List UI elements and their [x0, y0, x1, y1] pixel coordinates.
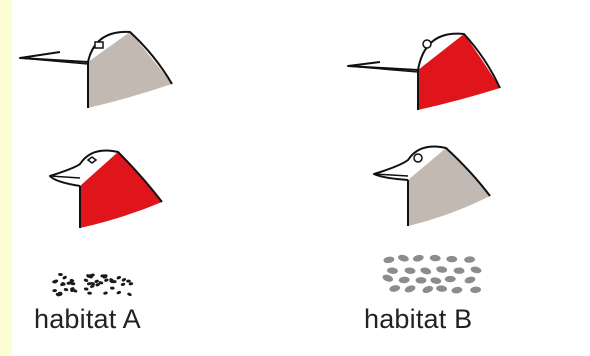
large-seed — [397, 254, 409, 263]
small-seed — [104, 278, 109, 282]
small-seed — [116, 290, 121, 294]
small-seed — [58, 273, 63, 276]
bird-head-b-bottom — [374, 147, 490, 227]
small-seed — [110, 286, 115, 289]
seeds-habitat-b — [382, 254, 483, 295]
eye — [414, 154, 422, 162]
eye — [95, 42, 103, 48]
large-seed — [436, 285, 448, 293]
small-seed — [121, 277, 126, 282]
large-seed — [404, 267, 416, 275]
bird-heads-diagram — [12, 0, 590, 356]
small-seed — [63, 288, 68, 292]
small-seed — [120, 282, 125, 286]
large-seed — [389, 284, 401, 293]
small-seed — [94, 279, 99, 283]
large-seed — [422, 285, 434, 295]
small-seed — [83, 278, 88, 282]
seeds-habitat-a — [52, 273, 133, 297]
large-seed — [445, 276, 456, 283]
small-seed — [87, 282, 92, 286]
small-seed — [103, 291, 108, 295]
small-seed — [126, 279, 131, 282]
large-seed — [464, 256, 475, 263]
bird-head-a-top — [20, 32, 172, 108]
habitat-diagram: habitat A habitat B — [12, 0, 590, 356]
eye — [423, 40, 431, 48]
large-seed — [416, 277, 427, 283]
large-seed — [470, 286, 481, 293]
large-seed — [412, 254, 424, 263]
large-seed — [453, 267, 464, 274]
small-seed — [116, 275, 121, 280]
small-seed — [127, 292, 132, 297]
large-seed — [430, 277, 442, 285]
habitat-b-label: habitat B — [364, 304, 472, 335]
large-seed — [470, 266, 482, 275]
large-seed — [464, 276, 476, 285]
bird-head-b-top — [348, 34, 500, 110]
large-seed — [446, 256, 457, 263]
small-seed — [84, 287, 89, 291]
large-seed — [451, 286, 463, 294]
large-seed — [387, 267, 399, 275]
large-seed — [383, 256, 395, 264]
small-seed — [52, 289, 57, 292]
large-seed — [404, 284, 416, 294]
eye — [88, 157, 96, 163]
bird-head-a-bottom — [50, 151, 162, 229]
small-seed — [62, 275, 67, 280]
large-seed — [398, 276, 409, 283]
habitat-a-label: habitat A — [34, 304, 141, 335]
small-seed — [87, 292, 92, 295]
large-seed — [429, 255, 440, 262]
large-seed — [436, 266, 448, 274]
large-seed — [420, 266, 432, 275]
large-seed — [382, 273, 394, 283]
